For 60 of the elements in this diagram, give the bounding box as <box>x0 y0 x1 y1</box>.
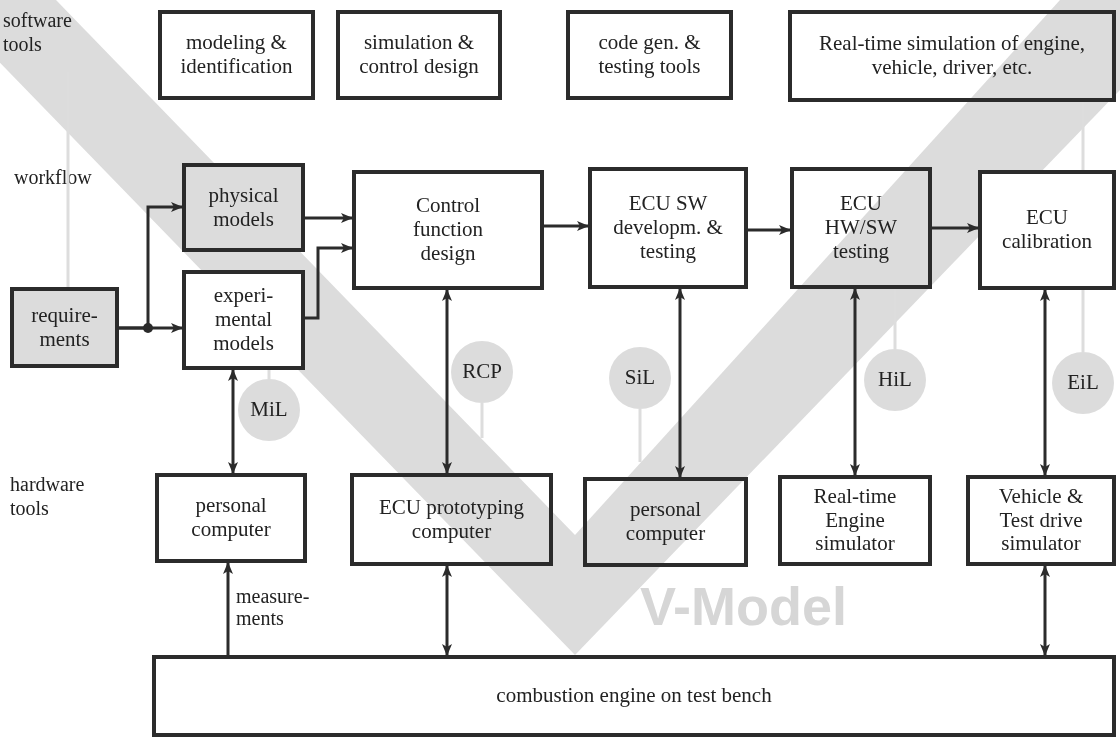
node-label: SiL <box>624 366 656 390</box>
process-box <box>790 167 932 289</box>
arrow <box>119 323 183 333</box>
arrow <box>748 225 791 235</box>
arrow <box>675 288 685 478</box>
node-label: personal computer <box>190 494 272 542</box>
guide-line <box>638 409 642 462</box>
arrow <box>223 562 233 655</box>
arrow <box>544 221 589 231</box>
process-box <box>10 287 119 368</box>
process-box <box>155 473 307 563</box>
node-label: ECU prototyping computer <box>377 495 526 544</box>
arrow <box>1040 565 1050 656</box>
process-box <box>336 10 502 100</box>
node-label: combustion engine on test bench <box>496 684 772 708</box>
node-label: code gen. & testing tools <box>597 31 702 79</box>
guide-line <box>480 403 484 438</box>
node-label: ECU SW developm. & testing <box>612 192 724 264</box>
arrow <box>1040 289 1050 476</box>
guide-line <box>267 370 271 379</box>
process-box <box>158 10 315 100</box>
process-box <box>788 10 1116 102</box>
arrow <box>932 223 979 233</box>
row-label: workflow <box>14 165 93 189</box>
node-label: personal computer <box>624 498 707 546</box>
row-label: software tools <box>3 8 73 56</box>
node-label: ECU HW/SW testing <box>823 192 899 264</box>
node-label: Control function design <box>412 194 484 266</box>
process-box <box>152 655 1116 737</box>
arrow <box>442 565 452 656</box>
guide-line <box>1081 290 1085 352</box>
process-box <box>350 473 553 566</box>
process-box <box>966 475 1116 566</box>
node-label: RCP <box>462 360 502 384</box>
arrow <box>305 243 353 320</box>
process-box <box>182 270 305 370</box>
arrow <box>305 213 353 223</box>
arrow <box>228 369 238 474</box>
process-box <box>566 10 733 100</box>
node-label: Vehicle & Test drive simulator <box>997 484 1085 557</box>
node-label: EiL <box>1067 371 1099 395</box>
row-label: hardware tools <box>10 472 86 520</box>
node-label: Real-time Engine simulator <box>812 484 898 557</box>
arrow <box>850 288 860 476</box>
node-label: Real-time simulation of engine, vehicle, driver, etc. <box>818 32 1086 80</box>
node-label: simulation & control design <box>358 31 480 79</box>
node-label: MiL <box>250 398 288 422</box>
node-label: require- ments <box>30 303 99 352</box>
process-box <box>778 475 932 566</box>
node-label: ECU calibration <box>1001 206 1093 254</box>
process-box <box>352 170 544 290</box>
node-label: HiL <box>878 368 912 392</box>
node-label: experi- mental models <box>212 284 275 356</box>
process-box <box>182 163 305 252</box>
node-label: modeling & identification <box>179 31 294 79</box>
process-box <box>978 170 1116 290</box>
process-box <box>583 477 748 567</box>
arrow <box>442 289 452 474</box>
node-label: physical models <box>207 183 280 232</box>
process-box <box>588 167 748 289</box>
